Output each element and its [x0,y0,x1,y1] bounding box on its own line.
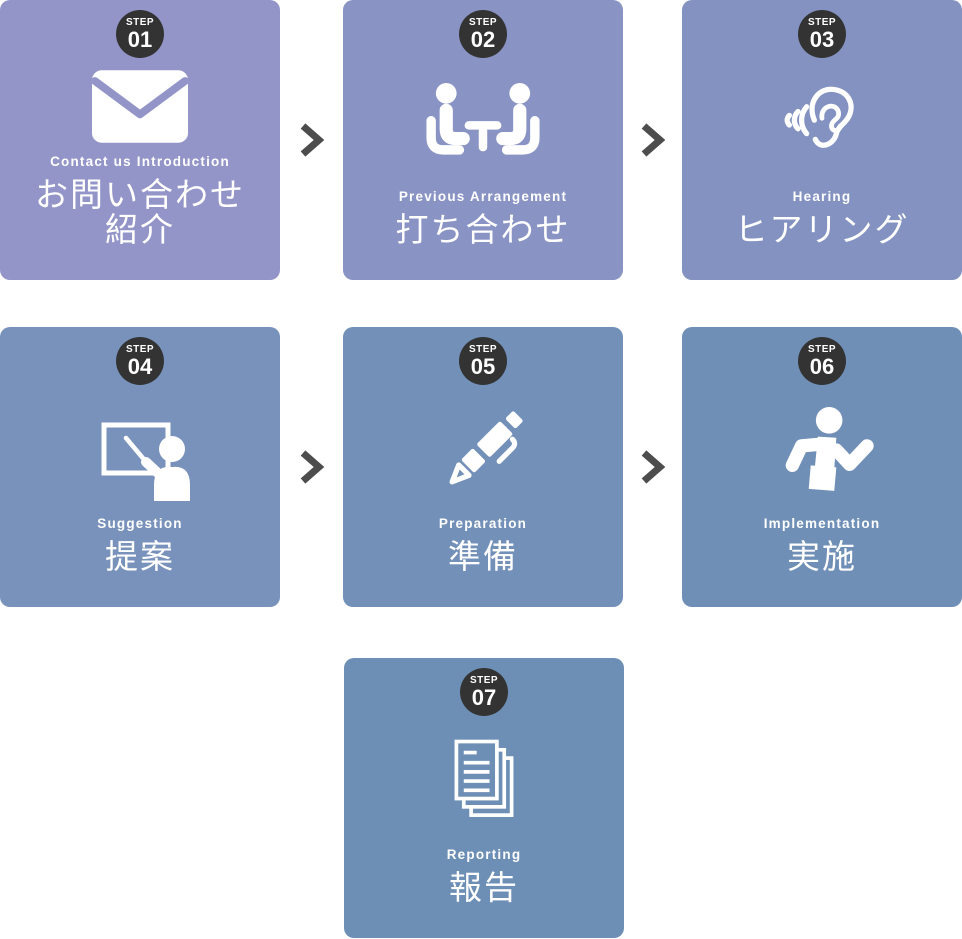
step-badge: STEP 06 [798,337,846,385]
step-icon-area [343,58,623,189]
step-card-2: STEP 02 Previous Arrangement 打ち合わせ [343,0,623,280]
step-title-en: Contact us Introduction [50,154,230,170]
step-badge: STEP 01 [116,10,164,58]
badge-step-number: 07 [471,684,497,710]
step-card-7: STEP 07 Reporting 報告 [344,658,624,938]
step-title-en: Preparation [438,516,528,532]
step-title-en: Previous Arrangement [398,189,568,205]
step-title-ja: お問い合わせ 紹介 [35,176,245,249]
badge-step-number: 06 [809,353,835,379]
pen-icon [449,410,523,485]
step-icon-area [343,385,623,516]
step-card-4: STEP 04 Suggestion 提案 [0,327,280,607]
step-badge: STEP 04 [116,337,164,385]
step-icon-area [0,385,280,516]
step-icon-area [682,58,962,189]
chevron-right-icon [641,123,666,157]
documents-icon [454,739,514,817]
step-icon-area [682,385,962,516]
ja-line: 打ち合わせ [395,211,571,249]
badge-step-number: 04 [127,353,153,379]
step-card-3: STEP 03 Hearing ヒアリング [682,0,962,280]
step-title-ja: 準備 [448,538,518,576]
ja-line: 実施 [787,538,857,576]
badge-step-label: STEP [468,343,498,355]
step-badge: STEP 03 [798,10,846,58]
meeting-icon [426,82,540,155]
step-title-en: Suggestion [97,516,183,532]
step-card-1: STEP 01 Contact us Introduction お問い合わせ 紹… [0,0,280,280]
badge-step-label: STEP [807,16,837,28]
badge-step-label: STEP [125,16,155,28]
step-title-ja: ヒアリング [734,211,910,249]
ja-line: お問い合わせ [35,176,245,214]
badge-step-label: STEP [469,674,499,686]
step-badge: STEP 07 [460,668,508,716]
badge-step-label: STEP [807,343,837,355]
step-title-en: Implementation [763,516,881,532]
step-title-en: Hearing [792,189,852,205]
badge-step-label: STEP [468,16,498,28]
ear-icon [784,86,854,148]
step-card-5: STEP 05 Preparation 準備 [343,327,623,607]
step-title-ja: 実施 [787,538,857,576]
step-title-en: Reporting [446,847,522,863]
mail-icon [91,69,189,143]
step-title-ja: 打ち合わせ [395,211,571,249]
step-badge: STEP 05 [459,337,507,385]
presentation-icon [101,422,190,501]
badge-step-number: 03 [809,26,835,52]
runner-icon [785,406,874,491]
ja-line: 準備 [448,538,518,576]
step-title-ja: 提案 [105,538,175,576]
badge-step-number: 01 [127,26,153,52]
step-card-6: STEP 06 Implementation 実施 [682,327,962,607]
ja-line: 紹介 [105,211,175,249]
chevron-right-icon [641,450,666,484]
ja-line: ヒアリング [734,211,910,249]
badge-step-label: STEP [125,343,155,355]
ja-line: 報告 [449,869,519,907]
step-badge: STEP 02 [459,10,507,58]
badge-step-number: 05 [470,353,496,379]
badge-step-number: 02 [470,26,496,52]
step-title-ja: 報告 [449,869,519,907]
step-icon-area [0,58,280,154]
chevron-right-icon [300,450,325,484]
chevron-right-icon [300,123,325,157]
ja-line: 提案 [105,538,175,576]
step-icon-area [344,716,624,847]
